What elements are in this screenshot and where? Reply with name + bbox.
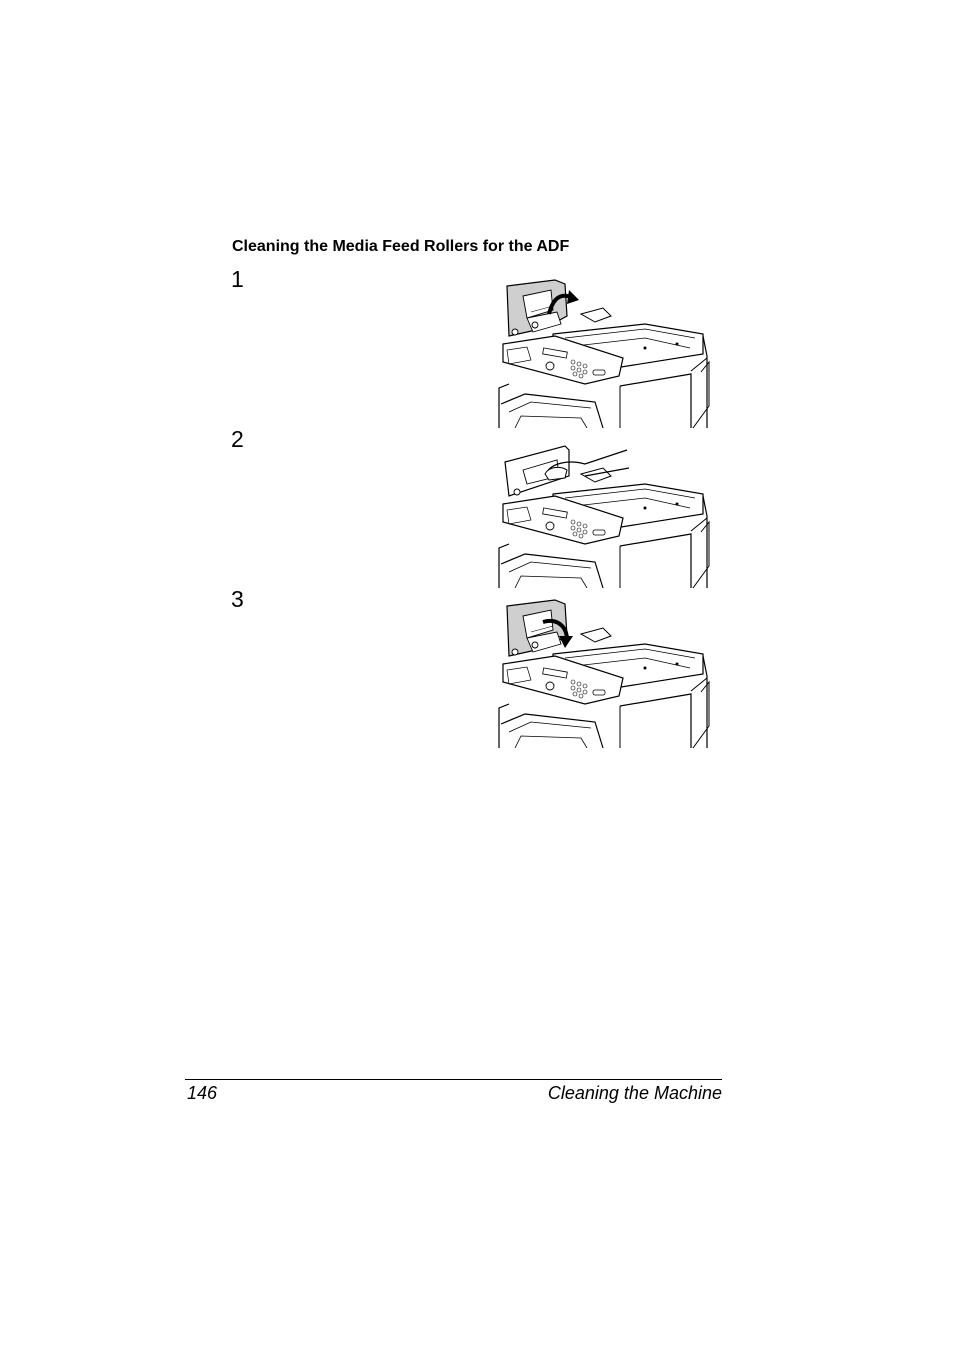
- footer-rule: [185, 1079, 722, 1080]
- close-adf-cover-illustration: [498, 599, 710, 748]
- open-adf-cover-illustration: [498, 279, 710, 428]
- step-number-2: 2: [231, 426, 244, 452]
- wipe-feed-rollers-illustration: [498, 445, 710, 588]
- chapter-title: Cleaning the Machine: [547, 1083, 722, 1103]
- step-number-1: 1: [231, 266, 244, 292]
- page-number: 146: [187, 1083, 218, 1103]
- section-heading: Cleaning the Media Feed Rollers for the …: [232, 238, 570, 255]
- step-number-3: 3: [231, 586, 244, 612]
